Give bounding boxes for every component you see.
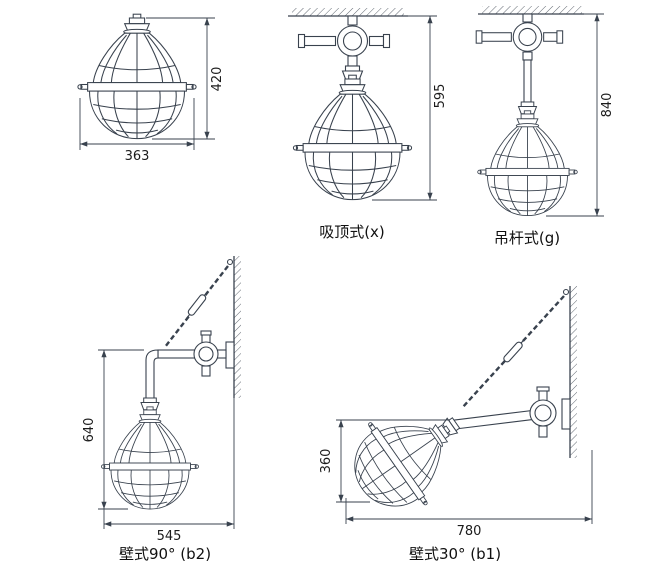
rod-mount-caption: 吊杆式(g)	[494, 229, 560, 247]
wall-flange	[561, 398, 571, 430]
ceiling-height-dim-label: 595	[433, 84, 448, 109]
lamp-drawing	[292, 74, 413, 201]
ceiling-mount-caption: 吸顶式(x)	[319, 223, 385, 241]
wall30-width-dimension: 780	[345, 450, 593, 539]
ceiling-hatch	[482, 6, 582, 14]
wall90-caption: 壁式90° (b2)	[119, 545, 211, 563]
plain-width-dimension: 363	[79, 98, 195, 164]
wall30-width-dim-label: 780	[457, 524, 482, 539]
wall30-caption: 壁式30° (b1)	[409, 545, 501, 563]
wall90-height-dimension: 640	[82, 349, 144, 510]
rod-height-dim-label: 840	[600, 93, 615, 118]
junction-box	[529, 399, 557, 427]
ceiling-hatch	[292, 8, 404, 16]
lamp-drawing	[333, 387, 478, 530]
rod-height-dimension: 840	[546, 13, 615, 217]
lamp-drawing	[477, 110, 578, 217]
wall-hatch	[234, 256, 241, 398]
junction-box	[475, 22, 564, 52]
ceiling-height-dimension: 595	[372, 15, 448, 201]
wall30-height-dimension: 360	[319, 419, 450, 503]
elbow-and-down-pipe	[145, 349, 159, 399]
wall-hatch	[570, 286, 577, 458]
junction-box	[193, 341, 219, 367]
pendant-rod	[523, 59, 532, 103]
figure-wall-90: 640 545 壁式90° (b2)	[82, 256, 241, 563]
figure-rod-mount: 840 吊杆式(g)	[475, 6, 615, 247]
plain-height-dimension: 420	[146, 17, 225, 140]
wall30-height-dim-label: 360	[319, 449, 334, 474]
junction-box	[297, 25, 391, 57]
figure-plain-lamp: 420 363	[77, 13, 225, 164]
turnbuckle	[183, 289, 211, 321]
wall90-height-dim-label: 640	[82, 418, 97, 443]
plain-width-dim-label: 363	[125, 149, 150, 164]
figure-ceiling-mount: 595 吸顶式(x)	[288, 8, 448, 241]
wall90-width-dimension: 545	[103, 398, 235, 544]
lamp-drawing	[101, 406, 199, 510]
wall90-width-dim-label: 545	[157, 529, 182, 544]
turnbuckle	[498, 336, 528, 368]
lamp-drawing	[77, 13, 197, 140]
plain-height-dim-label: 420	[210, 67, 225, 92]
figure-wall-30: 360 780 壁式30° (b1)	[319, 286, 593, 563]
wall-flange	[225, 341, 235, 369]
